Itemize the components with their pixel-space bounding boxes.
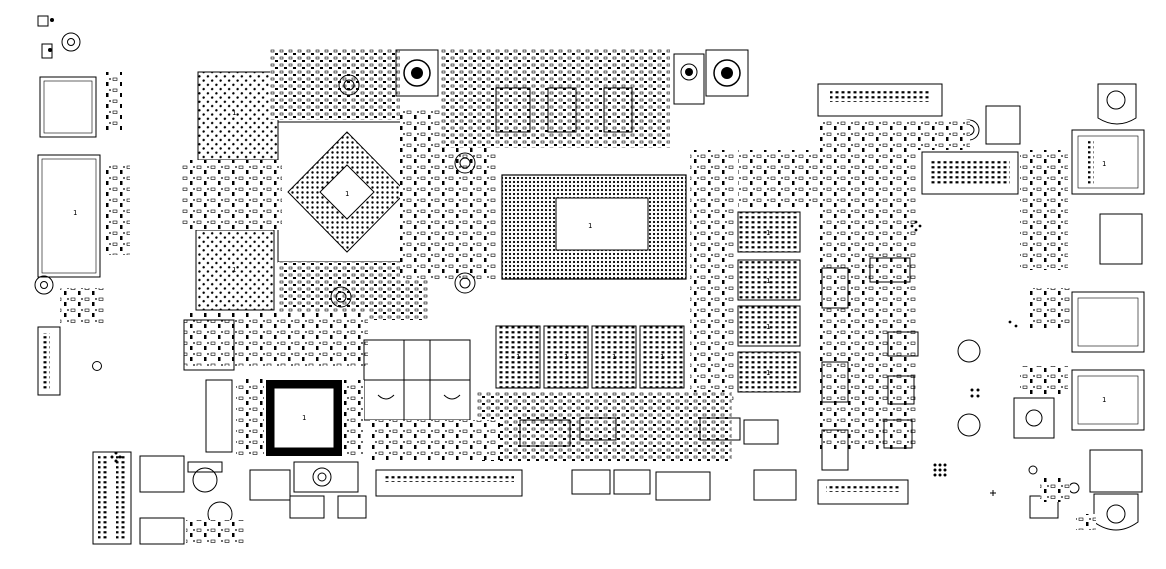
svg-text:1: 1 (766, 369, 770, 377)
card-slot-connector (37, 154, 101, 278)
svg-text:1: 1 (1102, 396, 1106, 404)
mounting-hole (957, 339, 981, 363)
mounting-hole (1106, 90, 1126, 110)
mounting-hole (34, 275, 54, 295)
memory-row: 1 1 1 1 (495, 325, 685, 389)
ram-chip (543, 325, 589, 389)
right-edge-group: 1 1 (1013, 83, 1145, 531)
memory-slot (817, 83, 943, 117)
usb-a-connector (1071, 291, 1145, 353)
dram-chip (737, 259, 801, 301)
usb-c-connector (1071, 129, 1145, 195)
pch-bga: 1 (277, 121, 417, 263)
svg-text:1: 1 (612, 353, 616, 361)
scattered-vias (48, 18, 1018, 463)
svg-text:1: 1 (588, 222, 592, 230)
svg-text:1: 1 (232, 266, 236, 274)
svg-text:1: 1 (232, 109, 236, 117)
conn-left-label: 1 (73, 209, 77, 217)
ec-qfp-chip: 1 (266, 380, 342, 456)
fan-mount (705, 49, 749, 97)
dram-chip (737, 211, 801, 253)
capacitor (192, 467, 218, 493)
test-point (1068, 482, 1080, 494)
ram-chip (591, 325, 637, 389)
mounting-hole (957, 413, 981, 437)
cpu-bga: 1 (501, 174, 687, 280)
ram-chip (495, 325, 541, 389)
soc-bga-top: 1 (197, 71, 279, 161)
usb-a-connector (1071, 369, 1145, 431)
bottom-left-group (92, 451, 367, 545)
svg-text:1: 1 (766, 229, 770, 237)
svg-text:1: 1 (302, 414, 306, 422)
test-point (1028, 465, 1038, 475)
power-inductors (363, 339, 471, 421)
lvds-connector (375, 469, 523, 497)
usb-connector (39, 76, 97, 138)
svg-text:1: 1 (564, 353, 568, 361)
dram-chip (737, 305, 801, 347)
bottom-connectors (375, 469, 909, 505)
mounting-hole (1106, 504, 1126, 524)
svg-text:1: 1 (1102, 160, 1106, 168)
dram-column: 1 1 1 1 (737, 211, 801, 393)
top-fan-connectors (395, 49, 749, 105)
fpc-connector (37, 326, 61, 396)
test-point (92, 361, 102, 371)
svg-text:1: 1 (516, 353, 520, 361)
svg-text:1: 1 (766, 323, 770, 331)
fan-mount (395, 49, 439, 97)
svg-text:1: 1 (345, 190, 349, 198)
mounting-hole-inner (67, 38, 75, 46)
dram-chip (737, 351, 801, 393)
sodimm-socket (92, 451, 132, 545)
mounting-bracket (293, 461, 359, 493)
mounting-ear (1097, 83, 1137, 125)
audio-jack (1089, 449, 1143, 493)
m2-slot (921, 151, 1019, 195)
mounting-bracket (673, 53, 705, 105)
ram-chip (639, 325, 685, 389)
left-edge-group: 1 (34, 32, 130, 396)
soc-bga-bottom: 1 (195, 229, 275, 311)
mounting-hole (61, 32, 81, 52)
svg-text:1: 1 (660, 353, 664, 361)
svg-text:1: 1 (766, 277, 770, 285)
